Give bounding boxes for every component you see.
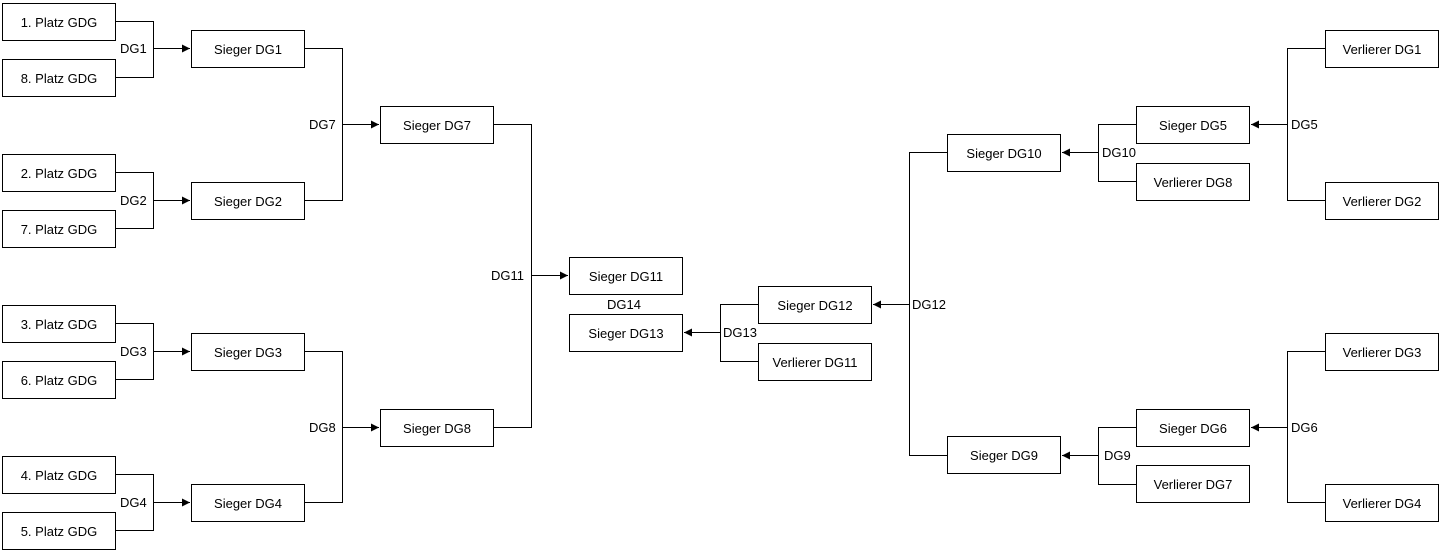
box-verlierer-dg11: Verlierer DG11 [758, 343, 872, 381]
label-dg9: DG9 [1103, 448, 1132, 463]
box-sieger-dg9: Sieger DG9 [947, 436, 1061, 474]
label-dg12: DG12 [911, 297, 947, 312]
box-verlierer-dg1: Verlierer DG1 [1325, 30, 1439, 68]
box-sieger-dg10: Sieger DG10 [947, 134, 1061, 172]
box-verlierer-dg4: Verlierer DG4 [1325, 484, 1439, 522]
box-sieger-dg2: Sieger DG2 [191, 182, 305, 220]
box-sieger-dg7: Sieger DG7 [380, 106, 494, 144]
label-dg11: DG11 [490, 268, 525, 283]
label-dg10: DG10 [1101, 145, 1137, 160]
box-sieger-dg8: Sieger DG8 [380, 409, 494, 447]
box-sieger-dg4: Sieger DG4 [191, 484, 305, 522]
box-verlierer-dg3: Verlierer DG3 [1325, 333, 1439, 371]
box-sieger-dg6: Sieger DG6 [1136, 409, 1250, 447]
box-platz-4: 4. Platz GDG [2, 456, 116, 494]
box-sieger-dg5: Sieger DG5 [1136, 106, 1250, 144]
label-dg1: DG1 [119, 41, 148, 56]
label-dg3: DG3 [119, 344, 148, 359]
box-platz-1: 1. Platz GDG [2, 3, 116, 41]
label-dg13: DG13 [722, 325, 758, 340]
box-sieger-dg13: Sieger DG13 [569, 314, 683, 352]
box-platz-2: 2. Platz GDG [2, 154, 116, 192]
box-sieger-dg1: Sieger DG1 [191, 30, 305, 68]
box-sieger-dg11: Sieger DG11 [569, 257, 683, 295]
box-verlierer-dg8: Verlierer DG8 [1136, 163, 1250, 201]
label-dg8: DG8 [308, 420, 337, 435]
box-platz-8: 8. Platz GDG [2, 59, 116, 97]
box-verlierer-dg7: Verlierer DG7 [1136, 465, 1250, 503]
box-verlierer-dg2: Verlierer DG2 [1325, 182, 1439, 220]
label-dg4: DG4 [119, 495, 148, 510]
box-sieger-dg3: Sieger DG3 [191, 333, 305, 371]
box-platz-6: 6. Platz GDG [2, 361, 116, 399]
label-dg2: DG2 [119, 193, 148, 208]
label-dg6: DG6 [1290, 420, 1319, 435]
box-platz-7: 7. Platz GDG [2, 210, 116, 248]
label-dg5: DG5 [1290, 117, 1319, 132]
box-sieger-dg12: Sieger DG12 [758, 286, 872, 324]
box-platz-5: 5. Platz GDG [2, 512, 116, 550]
box-platz-3: 3. Platz GDG [2, 305, 116, 343]
label-dg14: DG14 [607, 297, 641, 312]
label-dg7: DG7 [308, 117, 337, 132]
